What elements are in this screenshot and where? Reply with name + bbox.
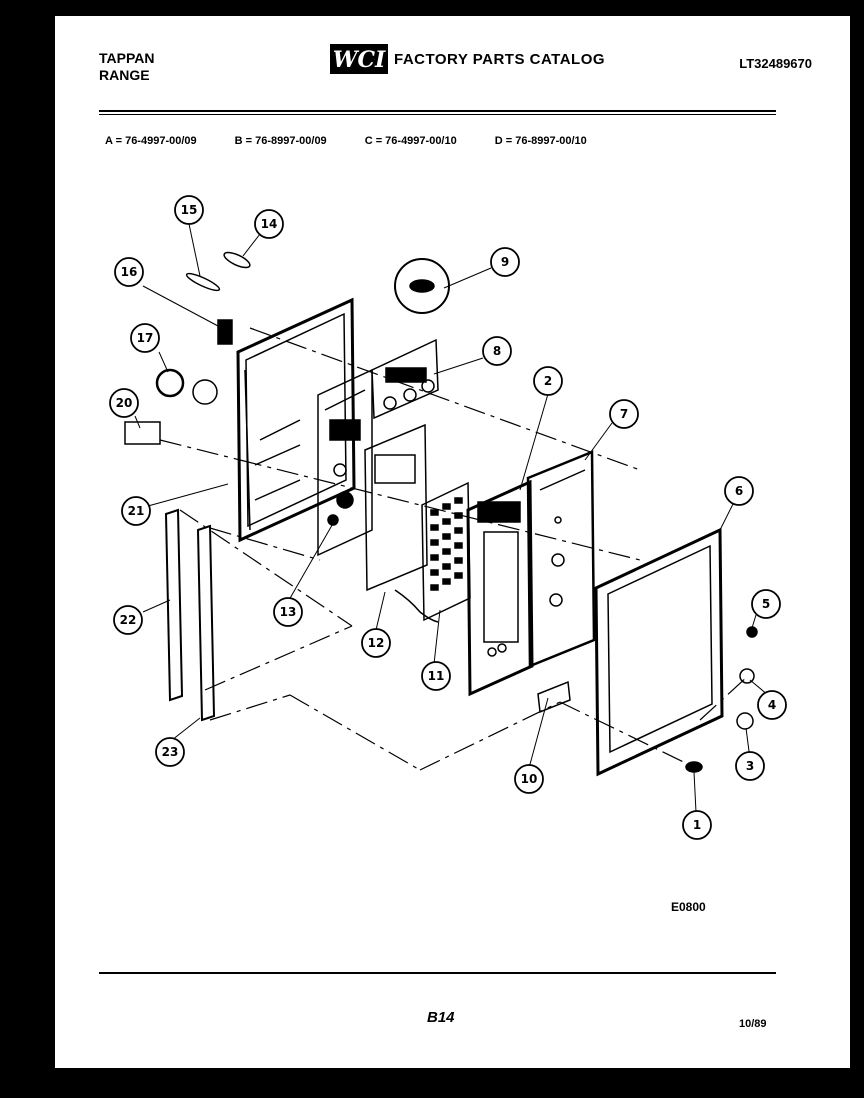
callout-12: 12 — [361, 628, 391, 658]
header-rule-top — [99, 110, 776, 112]
callout-5: 5 — [751, 589, 781, 619]
callout-6: 6 — [724, 476, 754, 506]
side-trim-strips — [164, 508, 216, 722]
svg-text:10: 10 — [521, 772, 538, 786]
leader-lines — [134, 223, 769, 813]
display-module — [371, 338, 439, 420]
exploded-parts-diagram: 15 14 16 9 17 8 2 20 7 6 21 13 5 22 12 1… — [109, 195, 787, 840]
catalog-page: TAPPAN RANGE WCI FACTORY PARTS CATALOG L… — [55, 16, 850, 1068]
svg-text:15: 15 — [181, 203, 198, 217]
callout-13: 13 — [273, 597, 303, 627]
callout-20: 20 — [109, 388, 139, 418]
brand-line-1: TAPPAN — [99, 50, 155, 66]
wci-logo-text: WCI — [333, 47, 386, 73]
wci-logo: WCI — [330, 44, 388, 74]
callout-8: 8 — [482, 336, 512, 366]
svg-text:2: 2 — [544, 374, 552, 388]
svg-text:14: 14 — [261, 217, 278, 231]
model-d: D = 76-8997-00/10 — [494, 135, 587, 147]
footer-rule — [99, 972, 776, 974]
callout-14: 14 — [254, 209, 284, 239]
revision-date: 10/89 — [739, 1018, 767, 1030]
callout-2: 2 — [533, 366, 563, 396]
svg-text:16: 16 — [121, 265, 138, 279]
callout-9: 9 — [490, 247, 520, 277]
model-c: C = 76-4997-00/10 — [364, 135, 457, 147]
svg-text:4: 4 — [768, 698, 776, 712]
svg-text:23: 23 — [162, 745, 179, 759]
svg-text:17: 17 — [137, 331, 154, 345]
header-rule-thin — [99, 114, 776, 115]
callout-16: 16 — [114, 257, 144, 287]
callout-7: 7 — [609, 399, 639, 429]
svg-text:12: 12 — [368, 636, 385, 650]
callout-3: 3 — [735, 751, 765, 781]
svg-text:13: 13 — [280, 605, 297, 619]
model-list: A = 76-4997-00/09 B = 76-8997-00/09 C = … — [105, 135, 587, 147]
callout-21: 21 — [121, 496, 151, 526]
callout-4: 4 — [757, 690, 787, 720]
svg-text:21: 21 — [128, 504, 145, 518]
callout-23: 23 — [155, 737, 185, 767]
svg-text:11: 11 — [428, 669, 445, 683]
model-a: A = 76-4997-00/09 — [105, 135, 197, 147]
assembly-lines — [159, 327, 749, 771]
drawing-code: E0800 — [671, 900, 706, 914]
svg-text:8: 8 — [493, 344, 501, 358]
page-number: B14 — [427, 1009, 455, 1026]
control-panel-face — [466, 479, 534, 697]
control-board — [317, 368, 373, 557]
svg-text:9: 9 — [501, 255, 509, 269]
decorative-panel — [526, 450, 596, 668]
catalog-number: LT32489670 — [739, 56, 812, 71]
callout-15: 15 — [174, 195, 204, 225]
callout-11: 11 — [421, 661, 451, 691]
svg-text:20: 20 — [116, 396, 133, 410]
panel-backing — [364, 423, 428, 592]
callout-10: 10 — [514, 764, 544, 794]
svg-text:22: 22 — [120, 613, 137, 627]
catalog-title: FACTORY PARTS CATALOG — [394, 50, 606, 68]
outer-trim-frame — [594, 527, 724, 777]
svg-text:6: 6 — [735, 484, 743, 498]
callout-17: 17 — [130, 323, 160, 353]
catalog-header: WCI FACTORY PARTS CATALOG — [330, 44, 605, 74]
brand-block: TAPPAN RANGE — [99, 50, 154, 84]
callout-22: 22 — [113, 605, 143, 635]
model-b: B = 76-8997-00/09 — [234, 135, 327, 147]
membrane-keypad — [394, 481, 471, 623]
svg-text:5: 5 — [762, 597, 770, 611]
brand-line-2: RANGE — [99, 67, 150, 83]
svg-text:1: 1 — [693, 818, 701, 832]
svg-text:7: 7 — [620, 407, 628, 421]
callout-1: 1 — [682, 810, 712, 840]
svg-text:3: 3 — [746, 759, 754, 773]
